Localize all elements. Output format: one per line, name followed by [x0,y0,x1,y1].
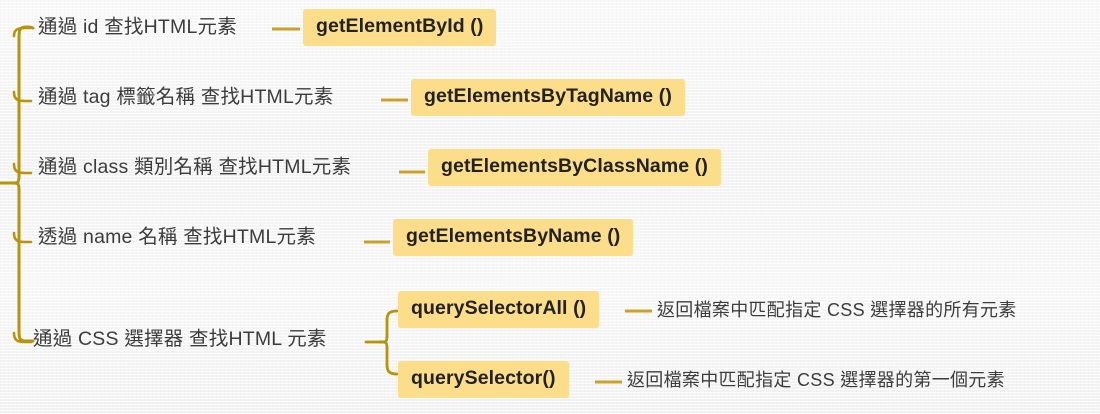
description-query-selector: 返回檔案中匹配指定 CSS 選擇器的第一個元素 [627,371,1005,389]
method-chip-query-selector[interactable]: querySelector() [398,361,569,398]
method-chip-text: getElementsByTagName () [411,79,685,116]
description-text: 返回檔案中匹配指定 CSS 選擇器的第一個元素 [627,370,1005,390]
method-chip-by-id[interactable]: getElementById () [303,9,497,46]
branch-label-text: 通過 class 類別名稱 查找HTML元素 [38,156,352,178]
branch-hook-icons [12,26,33,344]
branch-label-text: 透過 name 名稱 查找HTML元素 [38,226,316,248]
branch-label-text: 通過 id 查找HTML元素 [38,16,237,38]
branch-label-by-css-selector[interactable]: 通過 CSS 選擇器 查找HTML 元素 [33,328,327,350]
description-text: 返回檔案中匹配指定 CSS 選擇器的所有元素 [657,300,1017,320]
method-chip-by-class-name[interactable]: getElementsByClassName () [428,149,721,186]
method-chip-by-tag-name[interactable]: getElementsByTagName () [411,79,685,116]
branch-label-by-id[interactable]: 通過 id 查找HTML元素 [38,16,237,38]
method-chip-text: querySelector() [398,361,569,398]
method-chip-query-selector-all[interactable]: querySelectorAll () [398,291,600,328]
method-chip-text: getElementsByName () [393,219,634,256]
label-to-method-connectors [272,27,425,244]
method-chip-text: querySelectorAll () [398,291,600,328]
method-chip-by-name[interactable]: getElementsByName () [393,219,634,256]
branch-label-by-name[interactable]: 透過 name 名稱 查找HTML元素 [38,226,316,248]
branch-label-text: 通過 tag 標籤名稱 查找HTML元素 [38,86,334,108]
branch-label-by-class-name[interactable]: 通過 class 類別名稱 查找HTML元素 [38,156,352,178]
method-chip-text: getElementsByClassName () [428,149,721,186]
description-query-selector-all: 返回檔案中匹配指定 CSS 選擇器的所有元素 [657,301,1017,319]
css-sub-bracket-icon [364,309,399,376]
main-bracket-icon [0,25,35,343]
branch-label-text: 通過 CSS 選擇器 查找HTML 元素 [33,328,327,350]
method-chip-text: getElementById () [303,9,497,46]
branch-label-by-tag-name[interactable]: 通過 tag 標籤名稱 查找HTML元素 [38,86,334,108]
